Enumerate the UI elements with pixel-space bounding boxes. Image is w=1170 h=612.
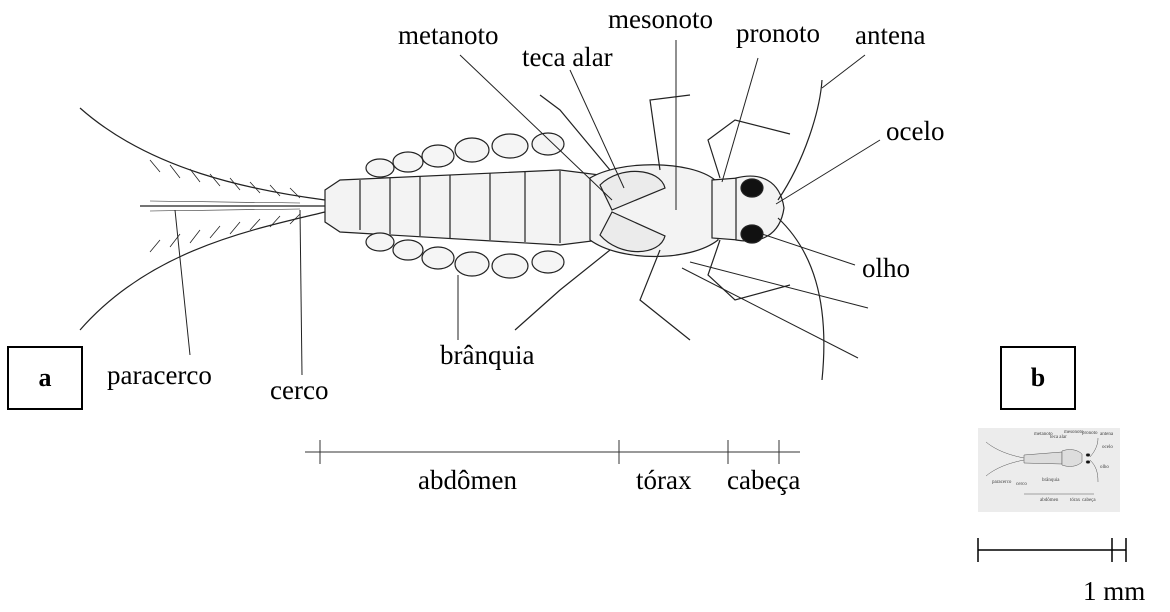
thumb-label-olho: olho (1100, 465, 1109, 470)
thumb-label-pronoto: pronoto (1082, 431, 1098, 436)
cercus-upper (80, 108, 325, 200)
label-torax: tórax (636, 467, 691, 494)
pronotum (712, 178, 738, 240)
thumbnail-diagram: paracerco cerco metanoto teca alar meson… (978, 428, 1120, 512)
label-pronoto: pronoto (736, 20, 820, 47)
thumb-label-cabeca: cabeça (1082, 498, 1096, 503)
leader-antena (822, 55, 865, 88)
label-branquia: brânquia (440, 342, 534, 369)
thumb-label-paracerco: paracerco (992, 480, 1011, 485)
antenna-upper (778, 80, 822, 200)
abdomen-body (325, 170, 600, 245)
thumb-label-antena: antena (1100, 432, 1113, 437)
leader-cerco (300, 210, 302, 375)
leg-mid-lower (640, 250, 690, 340)
label-metanoto: metanoto (398, 22, 498, 49)
panel-label-a: a (7, 346, 83, 410)
leader-ocelo (776, 140, 880, 204)
thumb-label-mesonoto: mesonoto (1064, 430, 1083, 435)
leader-paracerco (175, 210, 190, 355)
thumb-label-abdomen: abdômen (1040, 498, 1058, 503)
compound-eye-upper (741, 179, 763, 197)
label-olho: olho (862, 255, 910, 282)
thumb-label-teca-alar: teca alar (1050, 435, 1067, 440)
cercus-lower (80, 212, 325, 330)
leader-extra-2 (682, 268, 858, 358)
scale-bar-label: 1 mm (1083, 578, 1145, 605)
leader-teca-alar (570, 70, 624, 188)
leader-pronoto (722, 58, 758, 182)
label-abdomen: abdômen (418, 467, 517, 494)
thumb-label-branquia: brânquia (1042, 478, 1060, 483)
thumb-label-torax: tórax (1070, 498, 1080, 503)
label-cabeca: cabeça (727, 467, 800, 494)
compound-eye-lower (741, 225, 763, 243)
label-mesonoto: mesonoto (608, 6, 713, 33)
label-antena: antena (855, 22, 925, 49)
thumb-label-ocelo: ocelo (1102, 445, 1113, 450)
label-paracerco: paracerco (107, 362, 212, 389)
label-teca-alar: teca alar (522, 44, 613, 71)
thumb-label-cerco: cerco (1016, 482, 1027, 487)
antenna-lower (778, 218, 824, 380)
leg-fore-upper (708, 120, 790, 178)
label-ocelo: ocelo (886, 118, 944, 145)
leader-extra-1 (690, 262, 868, 308)
panel-label-b: b (1000, 346, 1076, 410)
leg-mid-upper (650, 95, 690, 170)
label-cerco: cerco (270, 377, 328, 404)
leg-hind-upper (540, 95, 610, 170)
